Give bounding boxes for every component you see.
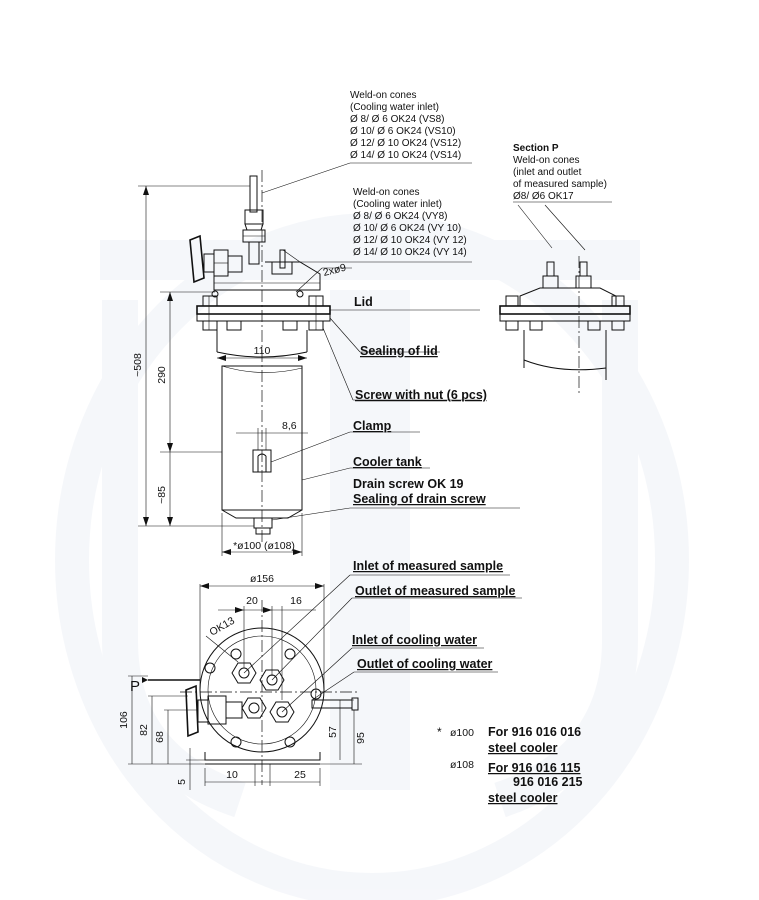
dim-dia-156: ø156 xyxy=(250,573,274,585)
dim-clamp-86: 8,6 xyxy=(282,420,297,432)
svg-text:Weld-on cones: Weld-on cones xyxy=(353,187,420,198)
dim-width-110: 110 xyxy=(254,345,271,357)
section-p-note: Section P Weld-on cones (inlet and outle… xyxy=(513,143,612,251)
svg-text:Section P: Section P xyxy=(513,143,559,154)
svg-text:(inlet and outlet: (inlet and outlet xyxy=(513,167,582,178)
callout-outlet-sample: Outlet of measured sample xyxy=(271,584,522,681)
callout-sealing-lid: Sealing of lid xyxy=(329,317,440,358)
front-dimensions: ~508 290 ~85 110 8,6 *ø100 (ø108) 2xø9 xyxy=(132,185,352,556)
dim-dia-100: *ø100 (ø108) xyxy=(233,540,295,552)
dim-57: 57 xyxy=(327,726,339,738)
svg-text:Sealing of lid: Sealing of lid xyxy=(360,344,438,358)
callout-inlet-cooling: Inlet of cooling water xyxy=(281,633,484,713)
svg-text:Ø 8/ Ø 6 OK24 (VY8): Ø 8/ Ø 6 OK24 (VY8) xyxy=(353,211,447,222)
section-p-view xyxy=(499,256,631,395)
svg-text:Ø 14/ Ø 10 OK24 (VS14): Ø 14/ Ø 10 OK24 (VS14) xyxy=(350,150,461,161)
svg-text:916 016 215: 916 016 215 xyxy=(513,775,583,789)
diameter-legend: * ø100 For 916 016 016 steel cooler ø108… xyxy=(437,725,583,805)
callout-drain: Drain screw OK 19 Sealing of drain screw xyxy=(271,477,520,521)
svg-text:of measured sample): of measured sample) xyxy=(513,179,607,190)
svg-text:Lid: Lid xyxy=(354,295,373,309)
dim-20: 20 xyxy=(246,595,258,607)
svg-text:For 916 016 115: For 916 016 115 xyxy=(488,761,580,775)
svg-text:Drain screw OK 19: Drain screw OK 19 xyxy=(353,477,464,491)
svg-text:(Cooling water inlet): (Cooling water inlet) xyxy=(353,199,442,210)
svg-text:Weld-on cones: Weld-on cones xyxy=(350,90,417,101)
svg-text:Ø 10/ Ø 6 OK24 (VY 10): Ø 10/ Ø 6 OK24 (VY 10) xyxy=(353,223,461,234)
note-cones-inlet-mid: Weld-on cones (Cooling water inlet) Ø 8/… xyxy=(282,187,472,263)
dim-82: 82 xyxy=(138,724,150,736)
note-cones-inlet-top: Weld-on cones (Cooling water inlet) Ø 8/… xyxy=(261,90,472,194)
svg-text:*: * xyxy=(437,725,442,739)
svg-text:For 916 016 016: For 916 016 016 xyxy=(488,725,581,739)
dim-25: 25 xyxy=(294,769,306,781)
svg-text:Inlet of cooling water: Inlet of cooling water xyxy=(352,633,477,647)
svg-text:ø100: ø100 xyxy=(450,727,474,739)
svg-text:Cooler tank: Cooler tank xyxy=(353,455,422,469)
svg-text:Weld-on cones: Weld-on cones xyxy=(513,155,580,166)
svg-text:Inlet of measured sample: Inlet of measured sample xyxy=(353,559,503,573)
svg-text:Ø8/ Ø6 OK17: Ø8/ Ø6 OK17 xyxy=(513,191,574,202)
svg-text:Ø 12/ Ø 10 OK24 (VY 12): Ø 12/ Ø 10 OK24 (VY 12) xyxy=(353,235,467,246)
callout-screw-nut: Screw with nut (6 pcs) xyxy=(322,327,487,402)
dim-95: 95 xyxy=(355,732,367,744)
dim-106: 106 xyxy=(118,711,130,729)
dim-16: 16 xyxy=(290,595,302,607)
callout-clamp: Clamp xyxy=(270,419,420,463)
svg-text:Ø 8/ Ø 6 OK24 (VS8): Ø 8/ Ø 6 OK24 (VS8) xyxy=(350,114,444,125)
dim-total-height: ~508 xyxy=(132,353,144,377)
svg-text:steel cooler: steel cooler xyxy=(488,741,558,755)
svg-text:Screw with nut (6 pcs): Screw with nut (6 pcs) xyxy=(355,388,487,402)
dim-68: 68 xyxy=(154,731,166,743)
svg-text:Outlet of measured sample: Outlet of measured sample xyxy=(355,584,516,598)
callout-inlet-sample: Inlet of measured sample xyxy=(243,559,510,674)
callout-cooler-tank: Cooler tank xyxy=(301,455,430,481)
watermark-logo xyxy=(55,213,689,900)
callout-lid: Lid xyxy=(330,295,480,311)
svg-text:Outlet of cooling water: Outlet of cooling water xyxy=(357,657,493,671)
section-mark-p: P xyxy=(130,678,140,695)
dim-holes: 2xø9 xyxy=(322,262,348,279)
dim-5: 5 xyxy=(176,779,188,785)
svg-text:Clamp: Clamp xyxy=(353,419,392,433)
dim-10: 10 xyxy=(226,769,238,781)
svg-text:steel cooler: steel cooler xyxy=(488,791,558,805)
svg-text:Ø 12/ Ø 10 OK24 (VS12): Ø 12/ Ø 10 OK24 (VS12) xyxy=(350,138,461,149)
svg-text:Sealing of drain screw: Sealing of drain screw xyxy=(353,492,486,506)
svg-text:Ø 10/ Ø 6 OK24 (VS10): Ø 10/ Ø 6 OK24 (VS10) xyxy=(350,126,456,137)
svg-text:Ø 14/ Ø 10 OK24 (VY 14): Ø 14/ Ø 10 OK24 (VY 14) xyxy=(353,247,467,258)
svg-text:(Cooling water inlet): (Cooling water inlet) xyxy=(350,102,439,113)
svg-text:ø108: ø108 xyxy=(450,759,474,771)
dim-height-85: ~85 xyxy=(156,486,168,504)
dim-height-290: 290 xyxy=(156,366,168,384)
callout-outlet-cooling: Outlet of cooling water xyxy=(311,657,498,701)
